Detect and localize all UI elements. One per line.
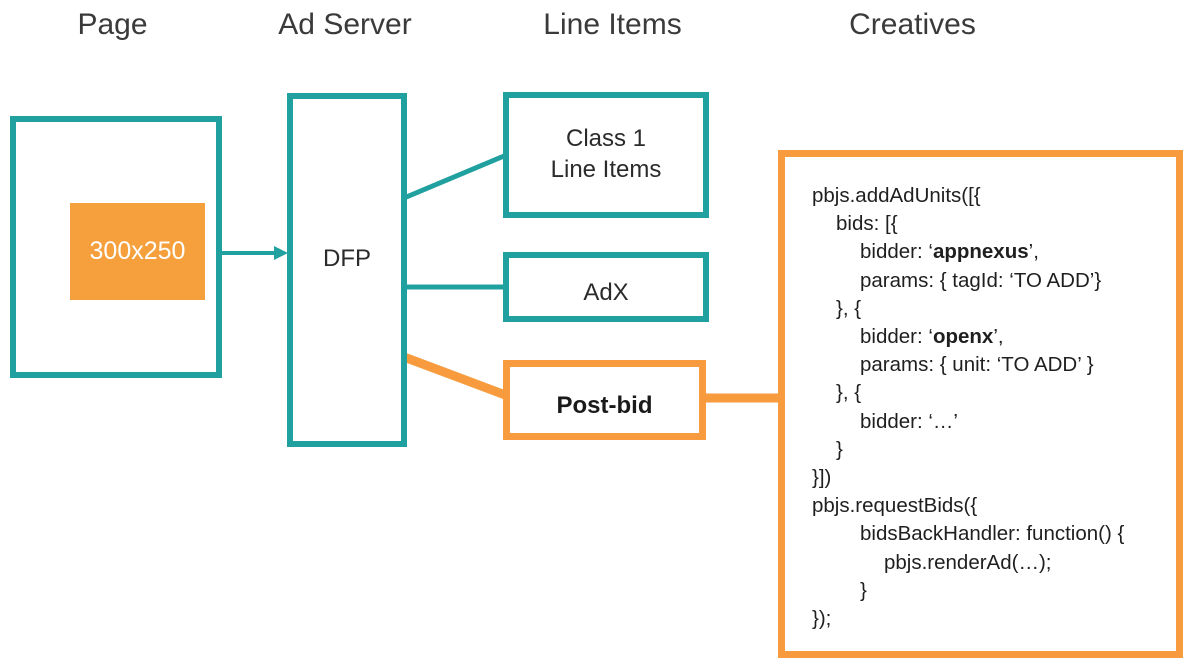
code-line: bidsBackHandler: function() { [812,520,1124,548]
adx-box: AdX [503,252,709,322]
class1-label-line1: Class 1 [565,125,647,152]
code-line: bidder: ‘openx’, [812,323,1124,351]
code-line: }, { [812,295,1124,323]
code-line: } [812,436,1124,464]
postbid-label: Post-bid [556,392,653,419]
prebid-code-snippet: pbjs.addAdUnits([{bids: [{bidder: ‘appne… [812,182,1124,633]
code-token: bidsBackHandler: function() { [860,522,1125,546]
dfp-label: DFP [323,245,371,272]
code-token-bold: appnexus [932,240,1029,264]
code-token: bidder: ‘ [860,240,933,264]
arrowhead-dfp [274,246,288,260]
code-token: pbjs.requestBids({ [812,494,978,518]
ad-slot-300x250: 300x250 [70,203,205,300]
code-line: pbjs.addAdUnits([{ [812,182,1124,210]
code-token: ’, [993,325,1004,349]
code-line: }, { [812,379,1124,407]
code-line: params: { unit: ‘TO ADD’ } [812,351,1124,379]
code-token: params: { tagId: ‘TO ADD’} [860,268,1102,292]
dfp-box: DFP [287,93,407,447]
code-token: }, { [836,296,862,320]
code-line: } [812,577,1124,605]
code-token: pbjs.addAdUnits([{ [812,184,981,207]
code-token: }]) [812,466,832,490]
code-line: pbjs.requestBids({ [812,492,1124,520]
creatives-code-box: pbjs.addAdUnits([{bids: [{bidder: ‘appne… [778,150,1183,658]
code-token: } [860,578,867,602]
code-token-bold: openx [932,325,994,349]
code-token: params: { unit: ‘TO ADD’ } [860,353,1094,377]
adx-label: AdX [583,279,629,306]
code-line: bidder: ‘appnexus’, [812,238,1124,266]
ad-slot-label: 300x250 [89,237,186,265]
code-token: ’, [1028,240,1039,264]
column-header-line-items: Line Items [543,8,682,41]
column-header-ad-server: Ad Server [278,8,412,41]
code-token: pbjs.renderAd(…); [884,550,1052,574]
code-token: bidder: ‘…’ [860,409,958,433]
code-token: }); [812,607,832,631]
connector-dfp-to-postbid [402,352,510,401]
code-line: }); [812,605,1124,633]
column-header-creatives: Creatives [849,8,976,41]
code-token: } [836,437,843,461]
code-token: bids: [{ [836,212,898,236]
code-line: bidder: ‘…’ [812,408,1124,436]
code-line: pbjs.renderAd(…); [812,549,1124,577]
column-header-page: Page [77,8,148,41]
connector-dfp-to-class1 [403,153,505,201]
code-token: bidder: ‘ [860,325,933,349]
class1-line-items-box: Class 1 Line Items [503,92,709,218]
code-line: bids: [{ [812,210,1124,238]
code-line: params: { tagId: ‘TO ADD’} [812,267,1124,295]
postbid-box: Post-bid [503,360,706,440]
code-line: }]) [812,464,1124,492]
code-token: }, { [836,381,862,405]
class1-label-line2: Line Items [550,156,662,183]
